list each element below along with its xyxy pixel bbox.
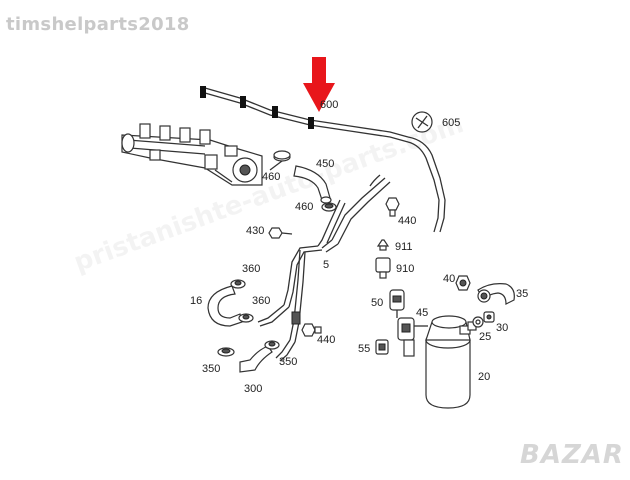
label-350-right: 350 xyxy=(279,356,297,368)
watermark-seller: timshelparts2018 xyxy=(6,14,190,35)
label-430: 430 xyxy=(246,225,264,237)
label-25: 25 xyxy=(479,331,491,343)
label-910: 910 xyxy=(396,263,414,275)
label-55: 55 xyxy=(358,343,370,355)
connector-910 xyxy=(375,257,391,279)
clamp-460-upper xyxy=(269,150,291,171)
label-20: 20 xyxy=(478,371,490,383)
label-440-upper: 440 xyxy=(398,215,416,227)
label-440-lower: 440 xyxy=(317,334,335,346)
clamp-350-right xyxy=(264,340,280,350)
clip-605 xyxy=(411,111,433,133)
bolt-440-upper xyxy=(385,197,400,217)
clamp-460-lower xyxy=(321,202,337,212)
hose-16 xyxy=(207,285,243,327)
label-16: 16 xyxy=(190,295,202,307)
label-5: 5 xyxy=(323,259,329,271)
fuel-filter-20 xyxy=(425,315,477,409)
bolt-430 xyxy=(268,227,293,239)
fitting-50 xyxy=(389,289,405,318)
brand-watermark: BAZAR xyxy=(520,440,624,470)
fuel-rail xyxy=(121,123,263,186)
leak-off-line-600 xyxy=(200,86,446,233)
bolt-440-lower xyxy=(301,323,322,337)
fuel-lines-main xyxy=(257,245,323,362)
clamp-360-upper xyxy=(230,279,246,289)
label-911: 911 xyxy=(395,241,413,253)
label-40: 40 xyxy=(443,273,455,285)
sensor-45 xyxy=(397,317,428,357)
fitting-25 xyxy=(472,316,484,328)
label-350-left: 350 xyxy=(202,363,220,375)
label-460-lower: 460 xyxy=(295,201,313,213)
hose-35 xyxy=(477,283,515,305)
hose-300 xyxy=(239,345,273,373)
label-360-upper: 360 xyxy=(242,263,260,275)
label-35: 35 xyxy=(516,288,528,300)
fuel-lines-upper xyxy=(317,174,391,253)
label-360-lower: 360 xyxy=(252,295,270,307)
clamp-360-lower xyxy=(238,313,254,323)
red-arrow-icon xyxy=(303,57,335,112)
cap-911 xyxy=(376,239,390,251)
label-50: 50 xyxy=(371,297,383,309)
label-450: 450 xyxy=(316,158,334,170)
plug-55 xyxy=(375,339,389,355)
clamp-350-left xyxy=(217,347,235,357)
label-600: 600 xyxy=(320,99,338,111)
hose-450 xyxy=(293,165,332,204)
bolt-40 xyxy=(455,275,471,291)
label-45: 45 xyxy=(416,307,428,319)
label-460-upper: 460 xyxy=(262,171,280,183)
label-30: 30 xyxy=(496,322,508,334)
label-605: 605 xyxy=(442,117,460,129)
fitting-30 xyxy=(483,311,495,323)
label-300: 300 xyxy=(244,383,262,395)
